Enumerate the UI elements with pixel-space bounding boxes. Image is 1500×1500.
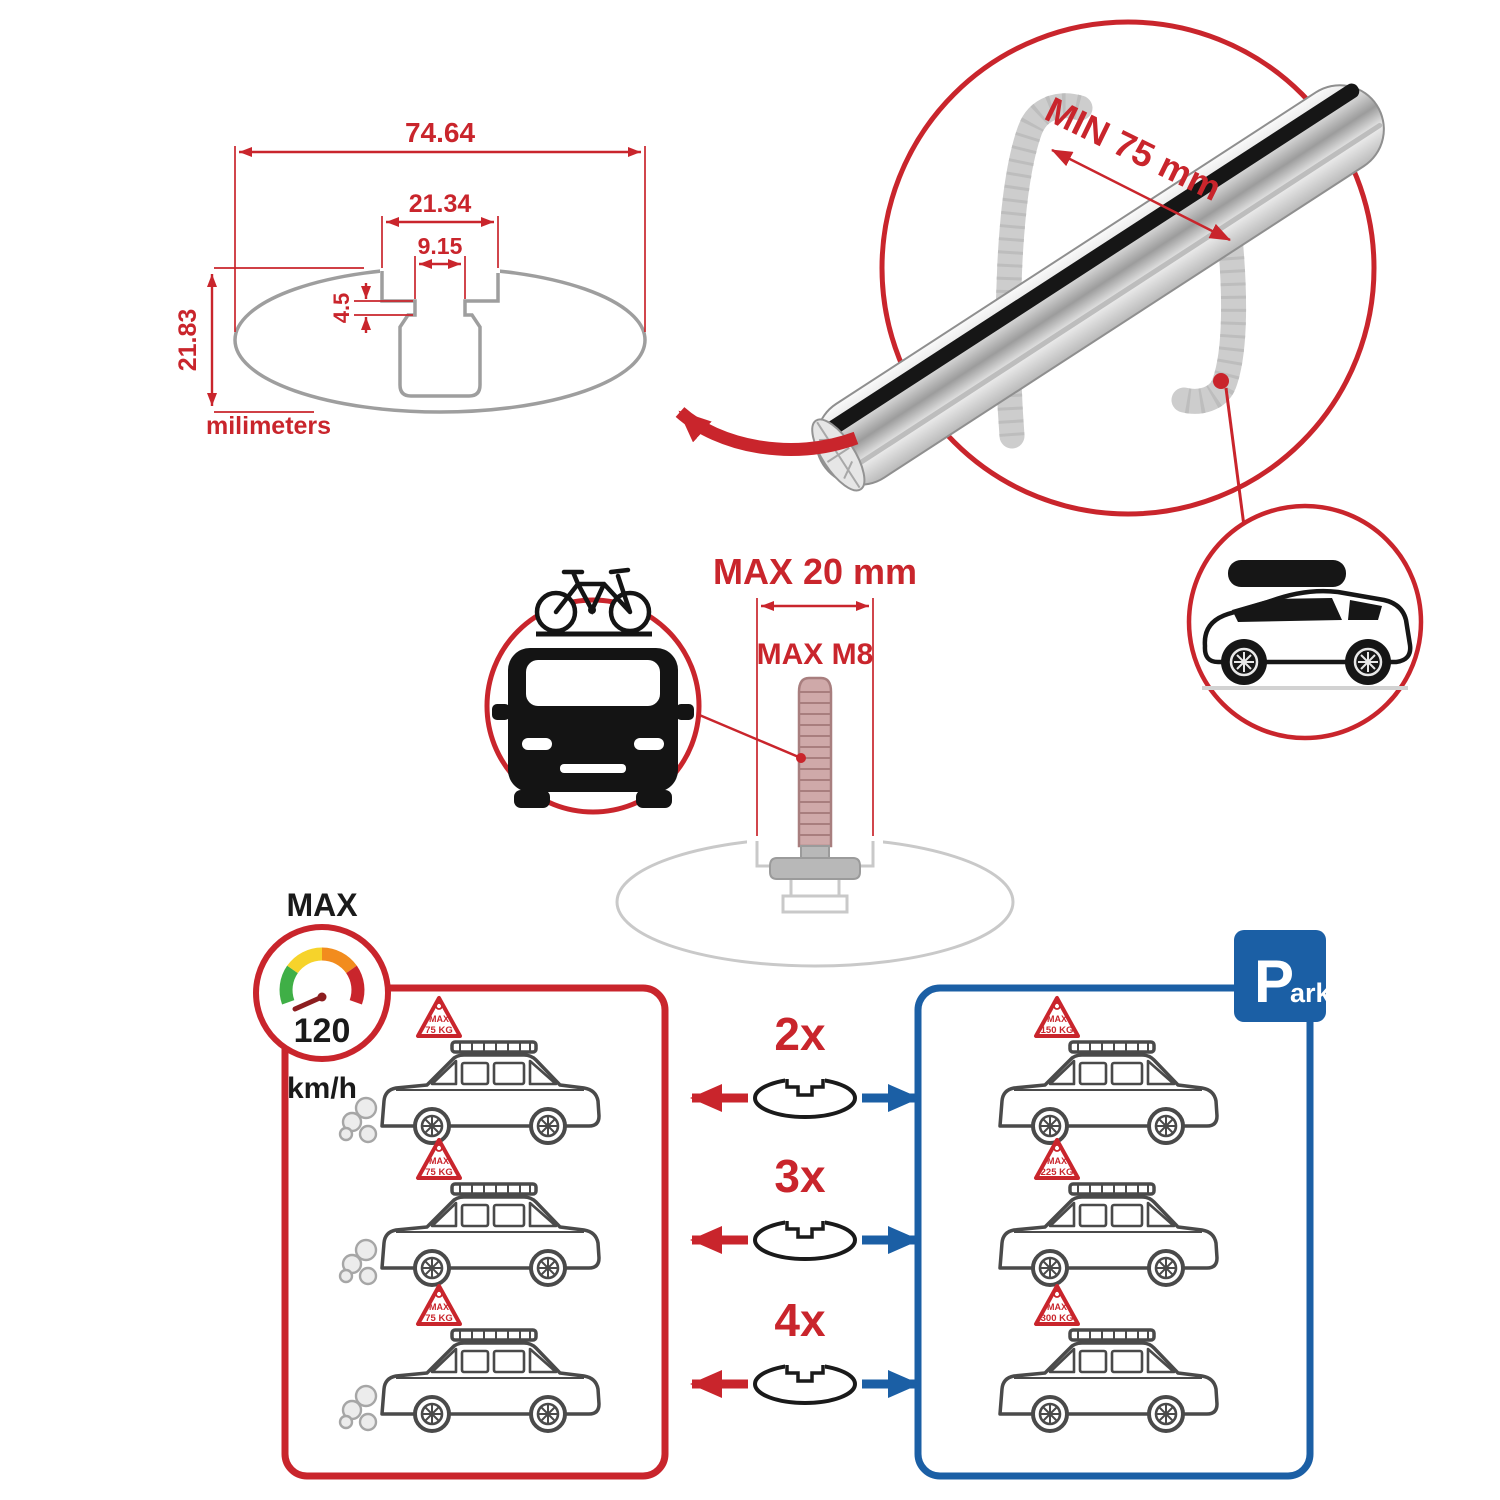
- speed-max-title: MAX: [286, 887, 358, 923]
- dim-slot-depth-label: 4.5: [329, 293, 354, 324]
- suv-side-icon: [382, 1184, 599, 1285]
- car-bike-badge: [484, 567, 802, 815]
- bolt-max-thread-label: MAX M8: [757, 638, 874, 671]
- crossbar-profile-drawing: 74.64 21.34 9.15 4.5 21.83 milimeters: [174, 117, 647, 440]
- dust-icon: [338, 1384, 378, 1432]
- suv-wheel: [1345, 639, 1391, 685]
- multiplier-label: 4x: [774, 1294, 826, 1346]
- headlight: [634, 738, 664, 750]
- car-front-icon: [492, 648, 694, 808]
- driving-limits-box: [281, 984, 669, 1480]
- svg-text:75 KG: 75 KG: [425, 1025, 452, 1036]
- kit-row-3x: 3x: [690, 1150, 920, 1261]
- side-mirror: [492, 704, 510, 720]
- headlight: [522, 738, 552, 750]
- gauge-needle: [292, 994, 325, 1012]
- driving-car-3: MAX 75 KG: [338, 1284, 599, 1432]
- windshield: [526, 660, 660, 706]
- crossbar-magnifier: MIN 75 mm: [675, 19, 1385, 527]
- svg-text:MAX: MAX: [1047, 1302, 1067, 1312]
- units-label: milimeters: [206, 412, 331, 440]
- svg-text:75 KG: 75 KG: [425, 1313, 452, 1324]
- dust-icon: [338, 1238, 378, 1286]
- parked-car-1: MAX 150 KG: [1000, 996, 1217, 1143]
- bolt-threads: [799, 691, 831, 836]
- suv-wheel: [1221, 639, 1267, 685]
- t-bolt-head: [769, 857, 861, 880]
- speed-limit-gauge: MAX 120 km/h: [253, 887, 391, 1105]
- parking-sign: P ark: [1234, 930, 1332, 1022]
- speed-value: 120: [294, 1012, 351, 1050]
- side-mirror: [676, 704, 694, 720]
- svg-text:150 KG: 150 KG: [1041, 1025, 1074, 1036]
- svg-text:MAX: MAX: [429, 1302, 449, 1312]
- t-bolt-assembly: MAX 20 mm MAX M8: [615, 551, 1015, 968]
- gauge-arcs: [279, 947, 365, 1005]
- suv-side-icon: [382, 1330, 599, 1431]
- svg-text:MAX: MAX: [429, 1156, 449, 1166]
- svg-text:75 KG: 75 KG: [425, 1167, 452, 1178]
- svg-text:MAX: MAX: [1047, 1156, 1067, 1166]
- max-load-sign: MAX 300 KG: [1034, 1284, 1080, 1326]
- roof-box-icon: [1228, 560, 1346, 587]
- max-load-sign: MAX 225 KG: [1034, 1138, 1080, 1180]
- profile-t-slot: [380, 271, 500, 398]
- max-load-sign: MAX 75 KG: [416, 1284, 462, 1326]
- suv-side-icon: [1000, 1330, 1217, 1431]
- callout-line: [1224, 387, 1246, 527]
- parked-car-3: MAX 300 KG: [1000, 1284, 1217, 1431]
- multiplier-label: 2x: [774, 1008, 826, 1060]
- suv-roofbox-badge: [1186, 503, 1424, 741]
- crossbar-cross-section-icon: [753, 1214, 857, 1261]
- suv-side-icon: [1000, 1042, 1217, 1143]
- dim-slot-outer-label: 21.34: [409, 190, 472, 218]
- driving-car-1: MAX 75 KG: [338, 996, 599, 1143]
- callout-line: [696, 712, 802, 760]
- ghost-slot: [755, 841, 875, 914]
- license-plate: [560, 764, 626, 773]
- kit-row-4x: 4x: [690, 1294, 920, 1405]
- dim-total-width-label: 74.64: [405, 117, 475, 148]
- suv-side-icon: [382, 1042, 599, 1143]
- arrow-to-profile-drawing: [675, 407, 859, 456]
- bolt-max-width-label: MAX 20 mm: [713, 551, 917, 592]
- min-span-arrow: [1051, 148, 1231, 242]
- svg-text:MAX: MAX: [429, 1014, 449, 1024]
- driving-car-2: MAX 75 KG: [338, 1138, 599, 1286]
- crossbar-cross-section-icon: [753, 1358, 857, 1405]
- crossbar-cross-section-icon: [753, 1072, 857, 1119]
- kit-row-2x: 2x: [690, 1008, 920, 1119]
- svg-text:225 KG: 225 KG: [1041, 1167, 1074, 1178]
- svg-text:MAX: MAX: [1047, 1014, 1067, 1024]
- suv-side-icon: [1000, 1184, 1217, 1285]
- dim-total-height-label: 21.83: [174, 309, 202, 372]
- bicycle-icon: [534, 567, 652, 637]
- speed-units: km/h: [287, 1072, 357, 1105]
- parked-car-2: MAX 225 KG: [1000, 1138, 1217, 1285]
- parking-sign-letter: P: [1254, 948, 1294, 1015]
- max-load-sign: MAX 75 KG: [416, 996, 462, 1038]
- max-load-sign: MAX 150 KG: [1034, 996, 1080, 1038]
- multiplier-label: 3x: [774, 1150, 826, 1202]
- max-load-sign: MAX 75 KG: [416, 1138, 462, 1180]
- callout-dot: [1213, 373, 1229, 389]
- callout-dot: [796, 753, 806, 763]
- svg-text:300 KG: 300 KG: [1041, 1313, 1074, 1324]
- dim-slot-inner-label: 9.15: [418, 233, 463, 259]
- parking-sign-suffix: ark: [1290, 978, 1332, 1008]
- t-bolt-icon: [769, 676, 861, 880]
